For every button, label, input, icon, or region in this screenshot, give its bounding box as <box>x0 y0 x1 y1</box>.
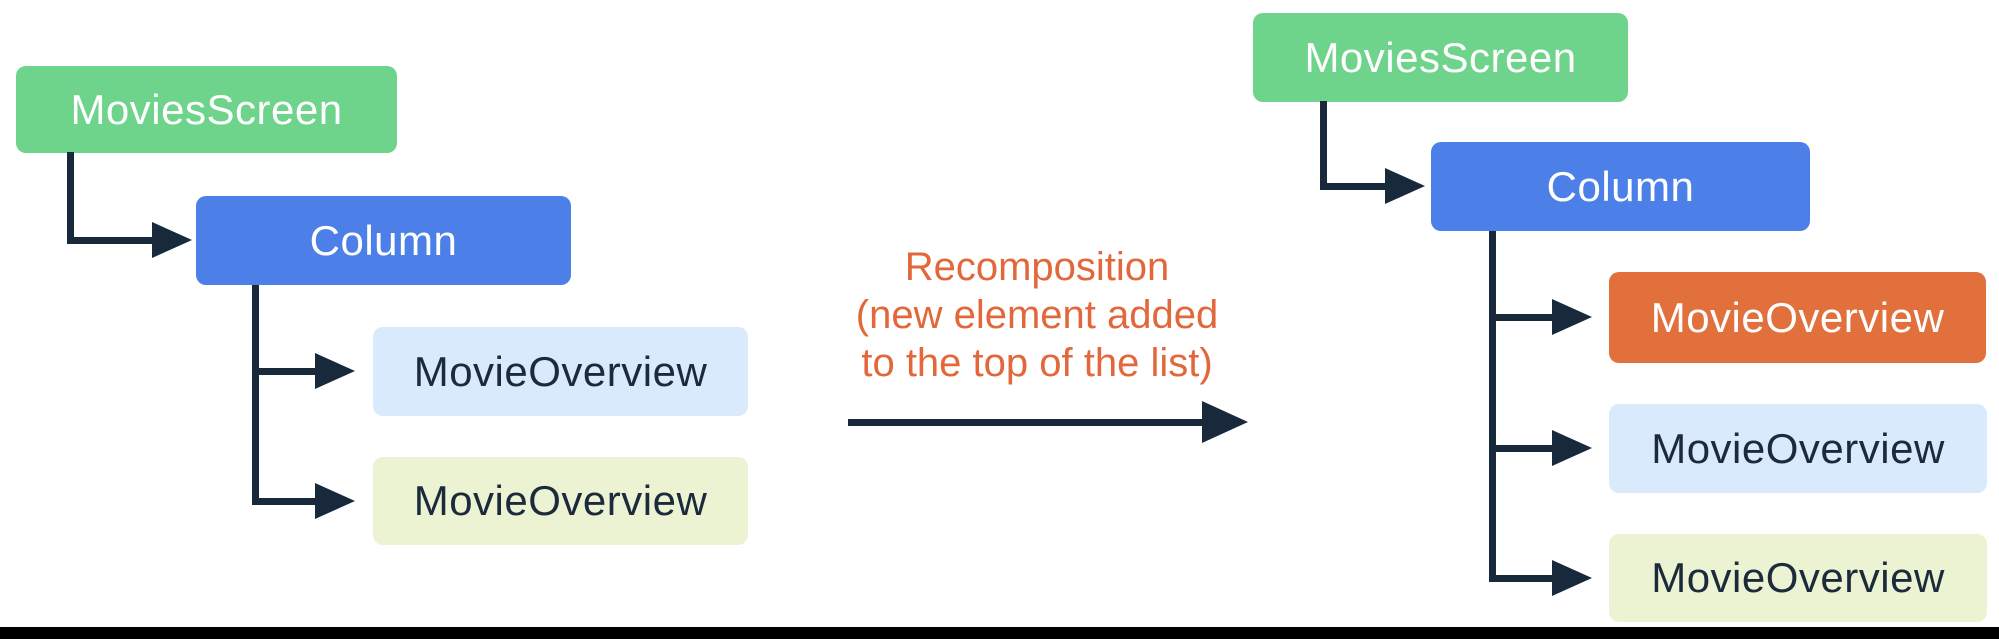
node-label: MovieOverview <box>413 347 708 395</box>
node-column-right: Column <box>1431 142 1810 231</box>
recomposition-label-line2: (new element added <box>855 293 1219 337</box>
right-elbow2-arrowhead-icon-3 <box>1552 560 1592 596</box>
right-elbow2-arrowhead-icon-1 <box>1552 299 1592 335</box>
node-label: Column <box>1546 162 1695 210</box>
left-elbow2-arrowhead-icon-1 <box>315 353 355 389</box>
left-elbow2-arrowhead-icon-2 <box>315 483 355 519</box>
right-elbow1-vertical-line <box>1320 101 1327 190</box>
node-movieoverview-right-3: MovieOverview <box>1609 534 1987 622</box>
left-elbow2-horizontal-line-1 <box>252 368 315 375</box>
right-elbow2-horizontal-line-1 <box>1489 314 1552 321</box>
bottom-divider <box>0 627 1999 639</box>
node-column-left: Column <box>196 196 571 285</box>
left-elbow1-horizontal-line <box>67 237 152 244</box>
node-label: MoviesScreen <box>1304 33 1577 81</box>
right-elbow1-horizontal-line <box>1320 183 1385 190</box>
node-movieoverview-left-1: MovieOverview <box>373 327 748 416</box>
node-label: MovieOverview <box>1651 424 1945 472</box>
right-elbow2-horizontal-line-2 <box>1489 445 1552 452</box>
right-elbow1-arrowhead-icon <box>1385 168 1425 204</box>
node-movieoverview-right-new: MovieOverview <box>1609 272 1986 363</box>
left-elbow2-vertical-line <box>252 285 259 505</box>
node-label: MovieOverview <box>413 477 708 524</box>
node-movieoverview-right-2: MovieOverview <box>1609 404 1987 493</box>
recomposition-label: Recomposition (new element added to the … <box>817 243 1257 387</box>
node-moviesscreen-right: MoviesScreen <box>1253 13 1628 102</box>
recomposition-arrow-line <box>848 419 1208 426</box>
right-elbow2-vertical-line <box>1489 231 1496 582</box>
right-elbow2-arrowhead-icon-2 <box>1552 430 1592 466</box>
node-movieoverview-left-2: MovieOverview <box>373 457 748 545</box>
left-elbow1-vertical-line <box>67 152 74 244</box>
node-label: MoviesScreen <box>70 85 343 133</box>
recomposition-label-line3: to the top of the list) <box>861 341 1213 385</box>
recomposition-label-line1: Recomposition <box>904 245 1170 289</box>
left-elbow1-arrowhead-icon <box>152 222 192 258</box>
node-label: Column <box>309 216 458 264</box>
node-moviesscreen-left: MoviesScreen <box>16 66 397 153</box>
node-label: MovieOverview <box>1650 293 1945 341</box>
left-elbow2-horizontal-line-2 <box>252 498 315 505</box>
recomposition-arrowhead-icon <box>1202 401 1248 443</box>
node-label: MovieOverview <box>1651 554 1945 601</box>
right-elbow2-horizontal-line-3 <box>1489 575 1552 582</box>
